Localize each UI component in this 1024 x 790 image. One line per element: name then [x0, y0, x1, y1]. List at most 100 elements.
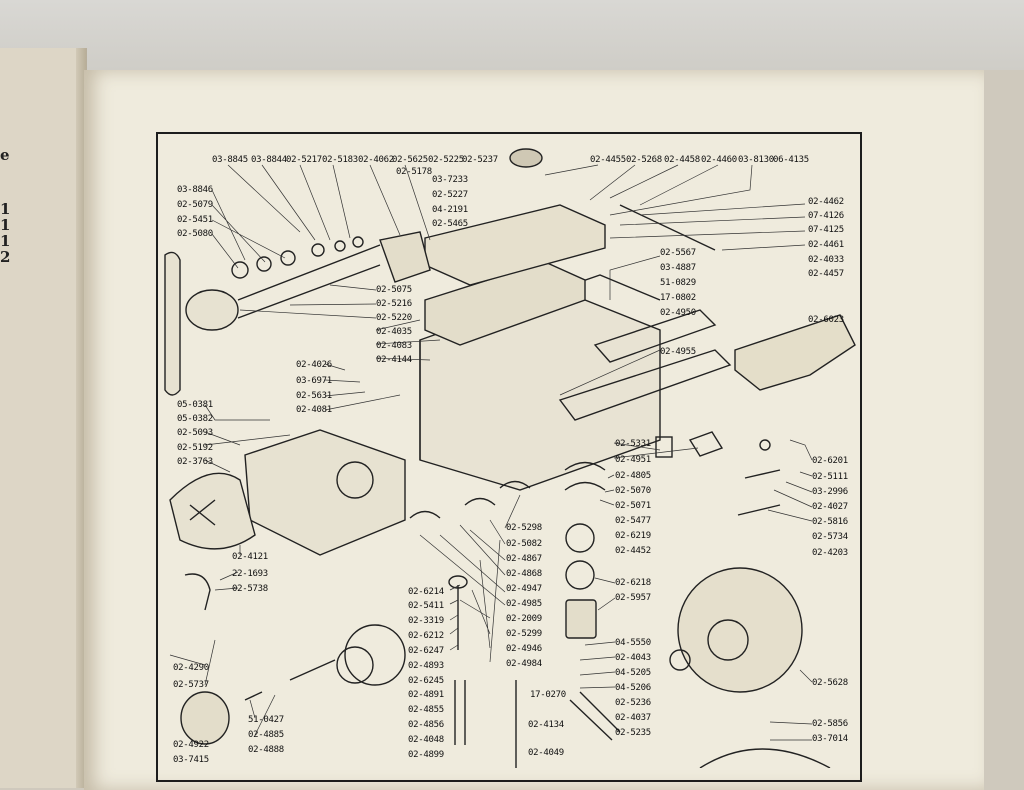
part-number: 02-4026 [296, 360, 332, 370]
part-number: 02-5299 [506, 629, 542, 639]
part-number: 02-5079 [177, 200, 213, 210]
part-number: 03-8844 [251, 155, 287, 165]
part-number: 03-8845 [212, 155, 248, 165]
part-number: 02-5183 [322, 155, 358, 165]
part-number: 02-6247 [408, 646, 444, 656]
part-number: 02-5080 [177, 229, 213, 239]
part-number: 02-4452 [615, 546, 651, 556]
part-number: 02-4458 [664, 155, 700, 165]
part-number: 17-0270 [530, 690, 566, 700]
part-number: 02-3763 [177, 457, 213, 467]
part-number: 02-4947 [506, 584, 542, 594]
part-number: 02-5411 [408, 601, 444, 611]
part-number: 03-6971 [296, 376, 332, 386]
left-page: e 1 1 1 2 [0, 48, 87, 788]
part-number: 06-4135 [773, 155, 809, 165]
left-page-mark: 1 [0, 216, 11, 234]
part-number: 02-5225 [428, 155, 464, 165]
part-number: 02-5178 [396, 167, 432, 177]
part-number: 02-6214 [408, 587, 444, 597]
part-number: 02-4062 [358, 155, 394, 165]
part-number: 02-4893 [408, 661, 444, 671]
part-number: 03-8130 [738, 155, 774, 165]
left-page-mark: 1 [0, 200, 11, 218]
part-number: 02-4134 [528, 720, 564, 730]
left-page-mark: e [0, 146, 10, 164]
part-number: 02-4048 [408, 735, 444, 745]
part-number: 02-5331 [615, 439, 651, 449]
part-number: 02-4950 [660, 308, 696, 318]
part-number: 02-4922 [173, 740, 209, 750]
part-number: 02-6201 [812, 456, 848, 466]
part-number: 02-4033 [808, 255, 844, 265]
part-number: 51-0427 [248, 715, 284, 725]
part-number: 02-5625 [392, 155, 428, 165]
part-number: 02-5738 [232, 584, 268, 594]
part-number: 04-2191 [432, 205, 468, 215]
part-number: 02-5070 [615, 486, 651, 496]
part-number: 02-5737 [173, 680, 209, 690]
part-number: 07-4125 [808, 225, 844, 235]
part-number: 17-0802 [660, 293, 696, 303]
part-number: 03-2996 [812, 487, 848, 497]
part-number: 02-4460 [701, 155, 737, 165]
part-number: 02-5268 [626, 155, 662, 165]
part-number: 02-6023 [808, 315, 844, 325]
part-number: 02-5075 [376, 285, 412, 295]
part-number: 02-2009 [506, 614, 542, 624]
part-number: 04-5206 [615, 683, 651, 693]
part-number: 02-5477 [615, 516, 651, 526]
exploded-engine-drawing [164, 148, 856, 768]
part-number: 02-5734 [812, 532, 848, 542]
part-number: 02-4290 [173, 663, 209, 673]
part-number: 02-4868 [506, 569, 542, 579]
part-number: 02-4888 [248, 745, 284, 755]
part-number: 02-4946 [506, 644, 542, 654]
part-number: 02-5451 [177, 215, 213, 225]
part-number: 02-3319 [408, 616, 444, 626]
part-number: 51-0829 [660, 278, 696, 288]
part-number: 02-4203 [812, 548, 848, 558]
part-number: 02-4457 [808, 269, 844, 279]
part-number: 02-4855 [408, 705, 444, 715]
part-number: 02-4081 [296, 405, 332, 415]
part-number: 02-5216 [376, 299, 412, 309]
part-number: 02-4856 [408, 720, 444, 730]
part-number: 02-4144 [376, 355, 412, 365]
part-number: 02-4121 [232, 552, 268, 562]
part-number: 04-5205 [615, 668, 651, 678]
part-number: 02-5082 [506, 539, 542, 549]
part-number: 07-4126 [808, 211, 844, 221]
part-number: 02-5567 [660, 248, 696, 258]
part-number: 02-5957 [615, 593, 651, 603]
left-page-mark: 1 [0, 232, 11, 250]
part-number: 02-4985 [506, 599, 542, 609]
part-number: 03-7233 [432, 175, 468, 185]
part-number: 02-5856 [812, 719, 848, 729]
part-number: 02-5227 [432, 190, 468, 200]
part-number: 02-4083 [376, 341, 412, 351]
part-number: 03-7014 [812, 734, 848, 744]
part-number: 02-6219 [615, 531, 651, 541]
part-number: 02-4867 [506, 554, 542, 564]
part-number: 02-6245 [408, 676, 444, 686]
part-number: 02-5631 [296, 391, 332, 401]
part-number: 02-5465 [432, 219, 468, 229]
part-number: 02-6218 [615, 578, 651, 588]
part-number: 02-5217 [286, 155, 322, 165]
part-number: 03-4887 [660, 263, 696, 273]
part-number: 03-8846 [177, 185, 213, 195]
part-number: 02-4455 [590, 155, 626, 165]
part-number: 04-5550 [615, 638, 651, 648]
part-number: 02-6212 [408, 631, 444, 641]
part-number: 02-5816 [812, 517, 848, 527]
part-number: 02-4027 [812, 502, 848, 512]
part-number: 02-5192 [177, 443, 213, 453]
part-number: 22-1693 [232, 569, 268, 579]
page-gutter-shadow [76, 48, 86, 788]
part-number: 02-4885 [248, 730, 284, 740]
part-number: 02-5235 [615, 728, 651, 738]
part-number: 02-4805 [615, 471, 651, 481]
part-number: 02-5237 [462, 155, 498, 165]
part-number: 02-4461 [808, 240, 844, 250]
